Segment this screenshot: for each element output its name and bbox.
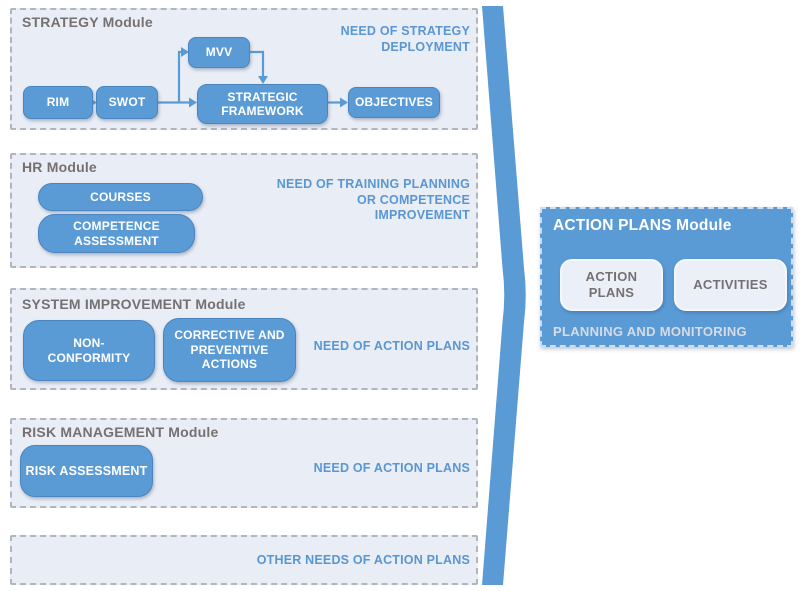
other-needs-label: OTHER NEEDS OF ACTION PLANS: [256, 553, 470, 567]
action-plans-module-panel: ACTION PLANS Module ACTION PLANS ACTIVIT…: [540, 207, 793, 347]
activities-box: ACTIVITIES: [674, 259, 787, 311]
strategy-module-title: STRATEGY Module: [22, 14, 153, 30]
system-improvement-need-label: NEED OF ACTION PLANS: [313, 339, 470, 353]
chevron-band: [482, 6, 526, 585]
other-needs-panel: [10, 535, 478, 585]
strategy-need-label: NEED OF STRATEGY DEPLOYMENT: [340, 24, 470, 54]
courses-box: COURSES: [38, 183, 203, 211]
rim-box: RIM: [23, 86, 93, 119]
swot-box: SWOT: [96, 86, 158, 119]
risk-assessment-box: RISK ASSESSMENT: [20, 445, 153, 497]
corrective-preventive-actions-box: CORRECTIVE AND PREVENTIVE ACTIONS: [163, 318, 296, 382]
competence-assessment-box: COMPETENCE ASSESSMENT: [38, 214, 195, 253]
risk-management-need-label: NEED OF ACTION PLANS: [313, 461, 470, 475]
system-improvement-module-title: SYSTEM IMPROVEMENT Module: [22, 296, 246, 312]
strategic-framework-box: STRATEGIC FRAMEWORK: [197, 84, 328, 124]
risk-management-module-title: RISK MANAGEMENT Module: [22, 424, 219, 440]
hr-need-label: NEED OF TRAINING PLANNING OR COMPETENCE …: [276, 177, 470, 222]
planning-and-monitoring-label: PLANNING AND MONITORING: [553, 324, 747, 339]
non-conformity-box: NON- CONFORMITY: [23, 320, 155, 381]
objectives-box: OBJECTIVES: [348, 87, 440, 118]
mvv-box: MVV: [188, 37, 250, 68]
action-plans-module-title: ACTION PLANS Module: [553, 217, 732, 234]
hr-module-title: HR Module: [22, 159, 97, 175]
action-plans-box: ACTION PLANS: [560, 259, 663, 311]
